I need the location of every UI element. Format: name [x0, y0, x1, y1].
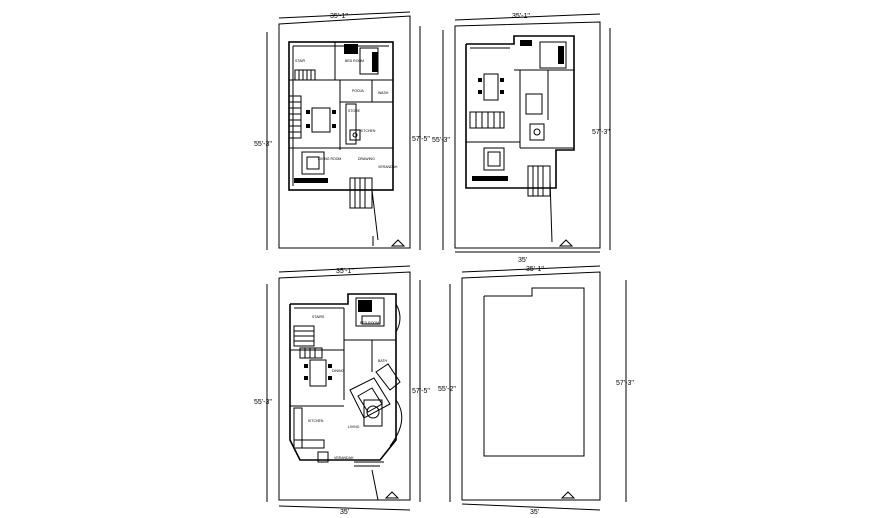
dining-table	[306, 107, 336, 133]
staircase	[293, 325, 323, 359]
plan-terrace: 35'-1" 55'-2" 57'-3" 35'	[438, 265, 634, 516]
dim-top: 35'-1"	[526, 266, 544, 273]
dim-bottom: 35'	[518, 257, 527, 264]
dim-top: 35'-1"	[336, 268, 354, 275]
room-label: LIVING ROOM	[318, 157, 341, 161]
building-walls	[289, 293, 403, 461]
dim-left: 55'-3"	[432, 137, 450, 144]
building-walls	[465, 35, 575, 189]
dim-bottom: 35'	[340, 509, 349, 516]
plot-boundary	[461, 271, 601, 501]
dim-bottom: 35'	[530, 509, 539, 516]
dining-table	[304, 359, 332, 387]
dim-left: 55'-2"	[438, 386, 456, 393]
dim-line-top	[278, 11, 411, 19]
sofa-set	[349, 363, 401, 427]
entrance-steps	[349, 177, 379, 241]
room-label: BATH	[378, 359, 388, 363]
toilet-block	[525, 93, 545, 141]
dim-right: 57'-5"	[412, 388, 430, 395]
staircase	[288, 69, 316, 139]
plan-second-floor: 35'-1" 55'-3" 57'-5" 35'	[254, 265, 430, 516]
dim-right: 57'-3"	[592, 129, 610, 136]
room-label: STAIR	[295, 59, 306, 63]
room-label: KITCHEN	[360, 129, 376, 133]
room-label: LIVING	[348, 425, 360, 429]
room-label: STORE	[348, 109, 361, 113]
kitchen-counter	[293, 407, 329, 463]
room-label: DRAWING	[358, 157, 375, 161]
room-label: VERANDAH	[378, 165, 398, 169]
room-label: STAIRS	[312, 315, 325, 319]
dim-top: 35'-1"	[512, 13, 530, 20]
plan-ground-floor: 35'-1" 55'-3" 57'-5"	[254, 11, 430, 250]
north-arrow-icon	[558, 239, 574, 247]
plot-boundary	[454, 21, 601, 249]
north-arrow-icon	[384, 491, 400, 499]
room-label: BED ROOM	[360, 321, 379, 325]
sofa-set	[294, 151, 328, 183]
kitchen-counter	[345, 103, 361, 145]
bed-furniture	[355, 297, 385, 327]
dim-line-bottom	[461, 503, 601, 511]
north-arrow-icon	[560, 491, 576, 499]
entrance-steps	[354, 461, 384, 501]
dim-line-bottom	[278, 505, 411, 511]
dim-line-top	[454, 13, 601, 21]
room-label: BED ROOM	[345, 59, 364, 63]
dim-right: 57'-3"	[616, 380, 634, 387]
room-label: VERANDAH	[334, 456, 354, 460]
dining-table	[478, 73, 504, 101]
dim-right: 57'-5"	[412, 136, 430, 143]
north-arrow-icon	[390, 239, 406, 247]
room-label: WASH	[378, 91, 389, 95]
dim-line-top	[461, 265, 601, 273]
dim-left: 55'-3"	[254, 141, 272, 148]
dim-top: 35'-1"	[330, 13, 348, 20]
sofa-set	[472, 147, 508, 181]
room-label: KITCHEN	[308, 419, 324, 423]
dim-left: 55'-3"	[254, 399, 272, 406]
plot-boundary	[278, 271, 411, 501]
dim-line-top	[278, 265, 411, 273]
terrace-outline	[483, 287, 585, 457]
bed-furniture	[520, 40, 567, 69]
entrance-steps	[527, 165, 553, 243]
staircase	[469, 111, 505, 129]
bed-furniture	[344, 44, 379, 75]
room-label: DINING	[332, 369, 345, 373]
plot-boundary	[278, 15, 411, 249]
plan-first-floor: 35'-1" 55'-3" 57'-3" 35'	[432, 13, 611, 264]
room-label: POOJA	[352, 89, 365, 93]
